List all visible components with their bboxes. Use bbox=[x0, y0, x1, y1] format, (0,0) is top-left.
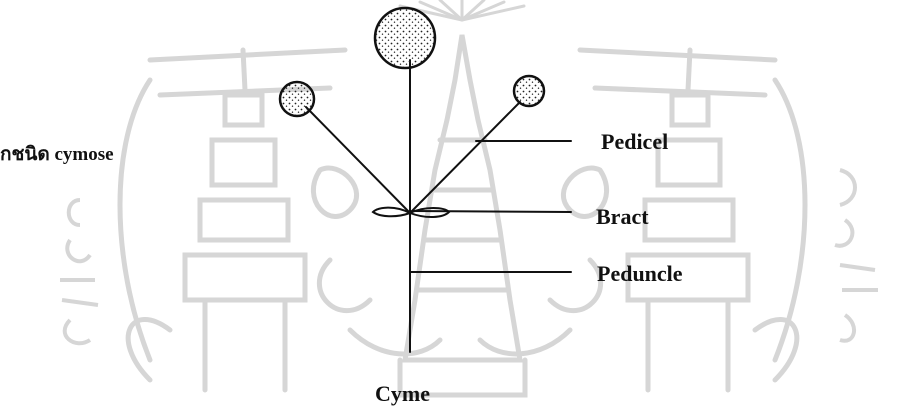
peduncle-label: Peduncle bbox=[597, 263, 683, 285]
bract-leader-line bbox=[412, 211, 571, 212]
bract-label: Bract bbox=[596, 206, 649, 228]
diagram-title: Cyme bbox=[375, 383, 430, 405]
left-pedicel bbox=[306, 107, 410, 213]
inflorescence-type-label: กชนิด cymose bbox=[0, 145, 114, 164]
terminal-flower bbox=[375, 8, 435, 68]
pedicel-label: Pedicel bbox=[601, 131, 668, 153]
left-flower bbox=[280, 82, 314, 116]
right-pedicel bbox=[410, 102, 520, 213]
bract-left bbox=[373, 208, 410, 217]
bract-right bbox=[410, 208, 449, 217]
right-flower bbox=[514, 76, 544, 106]
